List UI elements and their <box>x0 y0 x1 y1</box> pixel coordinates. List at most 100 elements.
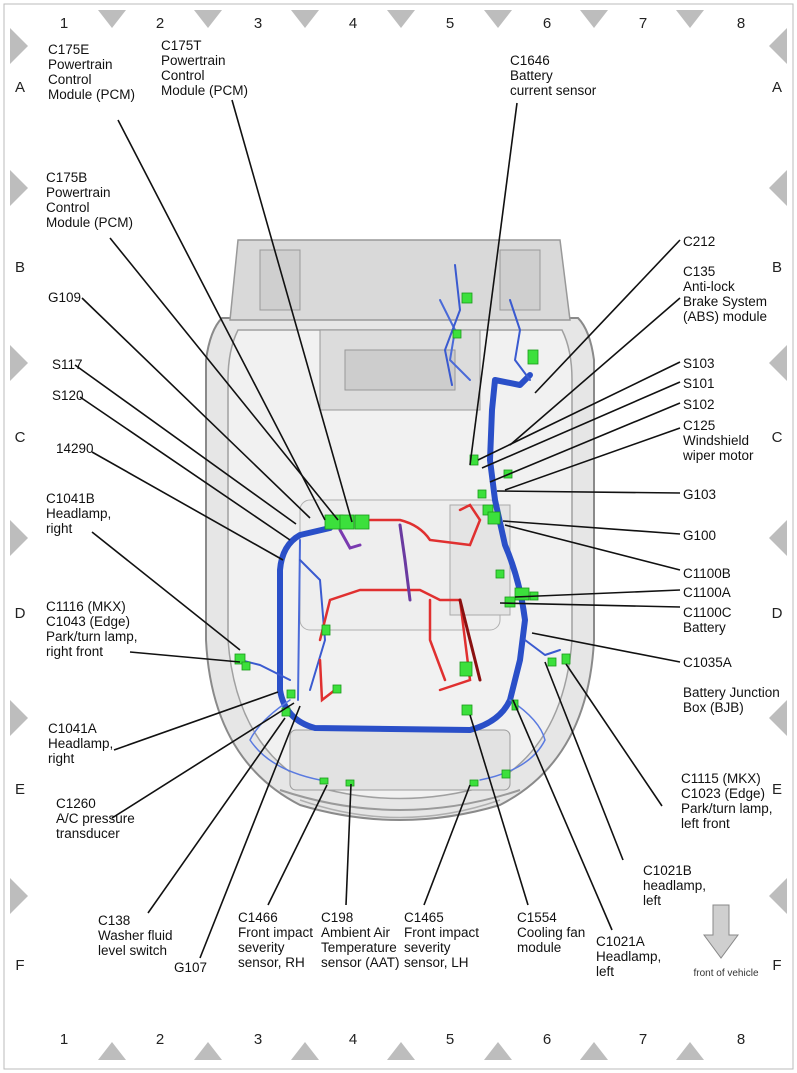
callout-line: C135 <box>683 264 716 279</box>
callout-c212: C212 <box>683 234 715 249</box>
callout-line: Battery Junction <box>683 685 780 700</box>
callout-line: C1465 <box>404 910 444 925</box>
leader-c175e <box>117 119 326 521</box>
grid-column-8: 8 <box>736 15 746 32</box>
callout-line: A/C pressure <box>56 811 135 826</box>
grid-tri-bottom <box>676 1042 704 1060</box>
leader-s120 <box>79 396 291 541</box>
callout-line: Anti-lock <box>683 279 735 294</box>
callout-c1116: C1116 (MKX)C1043 (Edge)Park/turn lamp,ri… <box>46 599 138 659</box>
grid-column-5: 5 <box>445 15 455 32</box>
connector <box>345 779 355 787</box>
grid-row-B: B <box>771 259 782 276</box>
callout-line: Temperature <box>321 940 397 955</box>
grid-column-7: 7 <box>638 1031 648 1048</box>
callout-line: C175E <box>48 42 90 57</box>
callout-line: severity <box>238 940 285 955</box>
callout-line: Battery <box>510 68 553 83</box>
callout-line: Module (PCM) <box>161 83 249 98</box>
callout-line: Brake System <box>683 294 768 309</box>
leader-c1035a <box>531 632 681 663</box>
callout-line: S120 <box>52 388 84 403</box>
leader-c138 <box>147 717 286 914</box>
callout-line: Front impact <box>238 925 314 940</box>
connector <box>459 661 473 677</box>
grid-row-D: D <box>771 605 783 622</box>
connector <box>469 779 479 787</box>
callout-line: Control <box>161 68 205 83</box>
callout-n14290: 14290 <box>56 441 94 456</box>
leader-c1021b <box>544 661 624 861</box>
leader-c1116 <box>129 651 241 663</box>
grid-tri-left <box>10 170 28 206</box>
grid-column-3: 3 <box>253 15 263 32</box>
callout-line: Module (PCM) <box>48 87 136 102</box>
callout-line: right <box>46 521 73 536</box>
leader-c175b <box>109 237 339 521</box>
callout-line: C1100C <box>683 605 732 620</box>
callout-line: C1116 (MKX) <box>46 599 126 614</box>
grid-triangles-bottom <box>98 1042 704 1060</box>
callout-line: Control <box>48 72 92 87</box>
connector <box>477 489 487 499</box>
connector <box>354 514 370 530</box>
connector <box>495 569 505 579</box>
callout-line: module <box>517 940 562 955</box>
callout-line: Powertrain <box>46 185 111 200</box>
callout-line: C1554 <box>517 910 557 925</box>
leader-s117 <box>74 364 297 525</box>
callout-line: 14290 <box>56 441 94 456</box>
grid-column-8: 8 <box>736 1031 746 1048</box>
grid-tri-right <box>769 28 787 64</box>
leader-c1260 <box>111 702 295 819</box>
callout-line <box>683 670 780 685</box>
grid-column-4: 4 <box>348 1031 358 1048</box>
callout-line: C1021B <box>643 863 692 878</box>
grid-tri-left <box>10 28 28 64</box>
callout-line: sensor (AAT) <box>321 955 400 970</box>
callout-line: Box (BJB) <box>683 700 744 715</box>
callout-line: wiper motor <box>683 448 754 463</box>
callout-line: G103 <box>683 487 717 502</box>
grid-tri-right <box>769 878 787 914</box>
grid-tri-bottom <box>194 1042 222 1060</box>
grid-row-C: C <box>771 429 783 446</box>
callout-line: Control <box>46 200 90 215</box>
connector <box>547 657 557 667</box>
grid-tri-bottom <box>387 1042 415 1060</box>
leader-c1100b <box>504 524 681 571</box>
callout-line: G109 <box>48 290 82 305</box>
grid-row-C: C <box>14 429 26 446</box>
callout-line: level switch <box>98 943 168 958</box>
grid-tri-top <box>98 10 126 28</box>
power-wires <box>318 503 482 703</box>
grid-column-6: 6 <box>542 1031 552 1048</box>
connector <box>241 661 251 671</box>
callout-line: C1646 <box>510 53 550 68</box>
grid-column-2: 2 <box>155 15 165 32</box>
leader-c212 <box>534 239 681 394</box>
leader-g109 <box>81 297 311 519</box>
grid-column-1: 1 <box>59 15 69 32</box>
callout-line: Cooling fan <box>517 925 586 940</box>
vehicle-engine-bay <box>205 239 595 821</box>
grid-tri-left <box>10 345 28 381</box>
grid-row-F: F <box>15 957 25 974</box>
callout-line: Battery <box>683 620 726 635</box>
leader-c1021a <box>512 699 613 931</box>
connector <box>504 596 516 608</box>
callout-line: Powertrain <box>48 57 113 72</box>
leader-s101 <box>481 381 681 469</box>
callout-line: Headlamp, <box>46 506 112 521</box>
callout-line: S102 <box>683 397 715 412</box>
callout-line: G107 <box>174 960 208 975</box>
callout-c1100b: C1100B <box>683 566 731 581</box>
leader-n14290 <box>91 451 284 561</box>
callout-line: sensor, LH <box>404 955 469 970</box>
